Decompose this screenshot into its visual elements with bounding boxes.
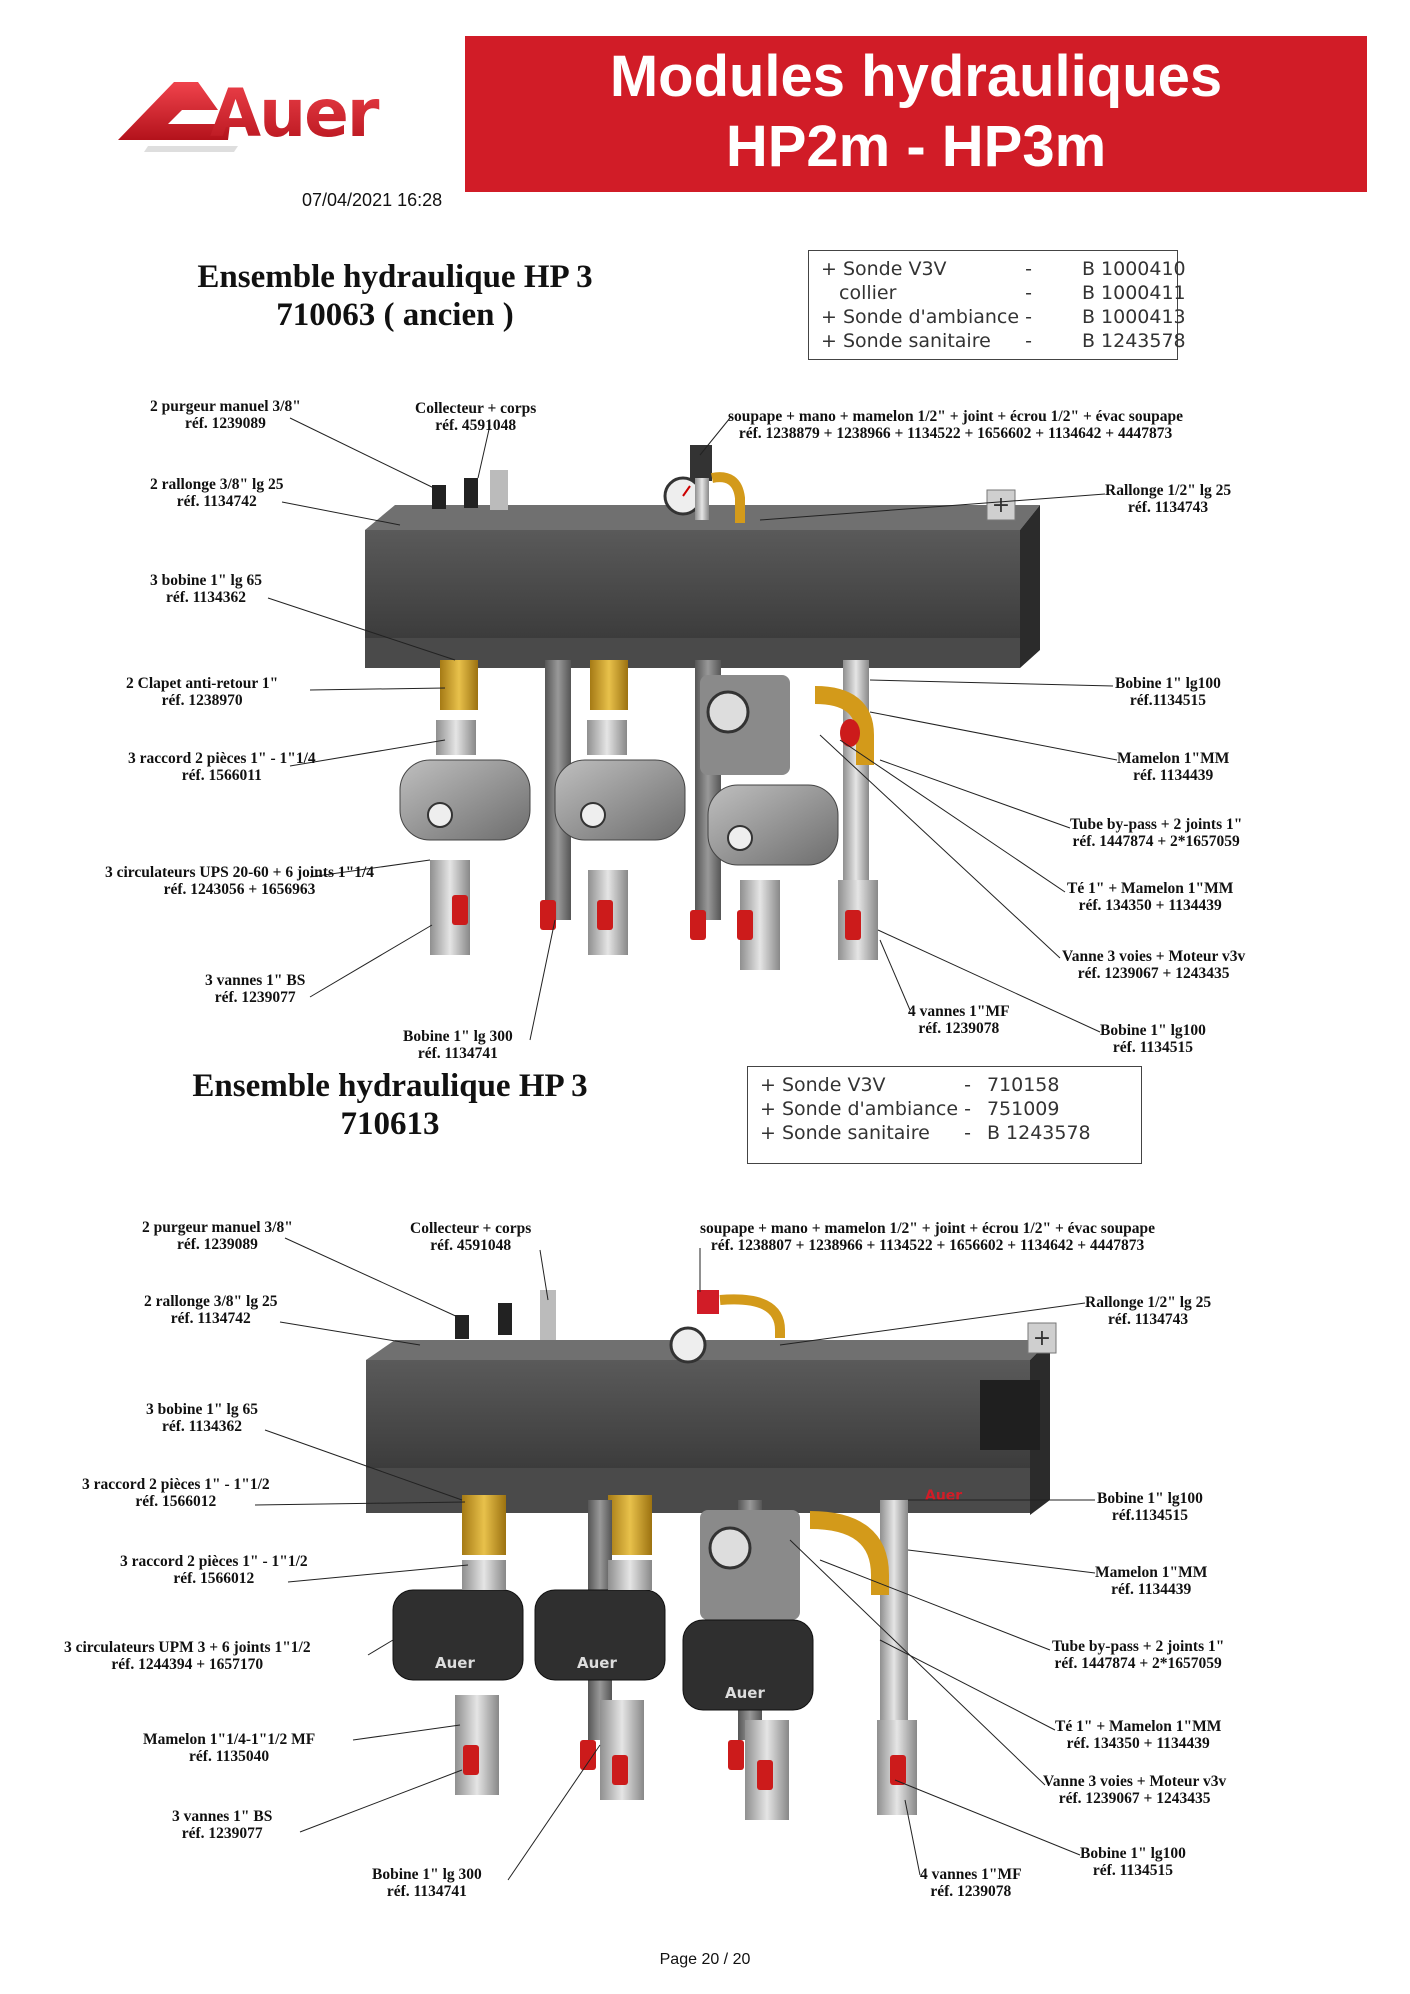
pump2-brand: Auer [577, 1654, 617, 1672]
page-number: Page 20 / 20 [659, 1951, 751, 1968]
s1-callout-clapet: 2 Clapet anti-retour 1"réf. 1238970 [126, 675, 279, 709]
title-line1: Modules hydrauliques [609, 44, 1223, 109]
svg-text:+: + [992, 493, 1010, 518]
s1-callout-purgeur: 2 purgeur manuel 3/8"réf. 1239089 [150, 398, 301, 432]
auer-logo: Auer [118, 78, 382, 152]
diagram1: + [267, 417, 1118, 1041]
section1-title-line2: 710063 ( ancien ) [276, 297, 514, 333]
s2-callout-tube-bypass: Tube by-pass + 2 joints 1"réf. 1447874 +… [1052, 1638, 1225, 1672]
section2-reference-box: + Sonde V3V-710158 + Sonde d'ambiance-75… [747, 1066, 1142, 1164]
collector-brand: Auer [925, 1488, 962, 1504]
ref-row: + Sonde V3V-710158 [760, 1074, 1060, 1096]
diagram2: Auer + Auer Auer Auer [254, 1237, 1096, 1881]
title-banner: Modules hydrauliques HP2m - HP3m [465, 36, 1367, 192]
s1-callout-soupape: soupape + mano + mamelon 1/2" + joint + … [728, 408, 1184, 442]
section1-reference-box: + Sonde V3V-B 1000410 collier-B 1000411 … [808, 250, 1186, 360]
section1-title: Ensemble hydraulique HP 3 710063 ( ancie… [135, 258, 655, 334]
ref-row: collier-B 1000411 [839, 282, 1186, 304]
svg-text:+: + [1033, 1326, 1051, 1351]
ref-row: + Sonde V3V-B 1000410 [821, 258, 1186, 280]
s2-callout-purgeur: 2 purgeur manuel 3/8"réf. 1239089 [142, 1219, 293, 1253]
s1-callout-tube-bypass: Tube by-pass + 2 joints 1"réf. 1447874 +… [1070, 816, 1243, 850]
ref-row: + Sonde d'ambiance-B 1000413 [821, 306, 1186, 328]
section2-title: Ensemble hydraulique HP 3 710613 [130, 1067, 650, 1143]
title-line2: HP2m - HP3m [725, 114, 1107, 179]
auer-logo-wordmark: Auer [210, 78, 380, 152]
document-datetime: 07/04/2021 16:28 [302, 190, 443, 210]
ref-row: + Sonde d'ambiance-751009 [760, 1098, 1060, 1120]
section2-title-line1: Ensemble hydraulique HP 3 [192, 1068, 588, 1104]
section2-title-line2: 710613 [340, 1106, 440, 1142]
pump1-brand: Auer [435, 1654, 475, 1672]
section1-title-line1: Ensemble hydraulique HP 3 [197, 259, 593, 295]
ref-row: + Sonde sanitaire-B 1243578 [821, 330, 1186, 352]
ref-row: + Sonde sanitaire-B 1243578 [760, 1122, 1091, 1144]
s1-callout-circulateurs: 3 circulateurs UPS 20-60 + 6 joints 1"1/… [105, 864, 375, 898]
pump3-brand: Auer [725, 1684, 765, 1702]
s2-callout-soupape: soupape + mano + mamelon 1/2" + joint + … [700, 1220, 1156, 1254]
